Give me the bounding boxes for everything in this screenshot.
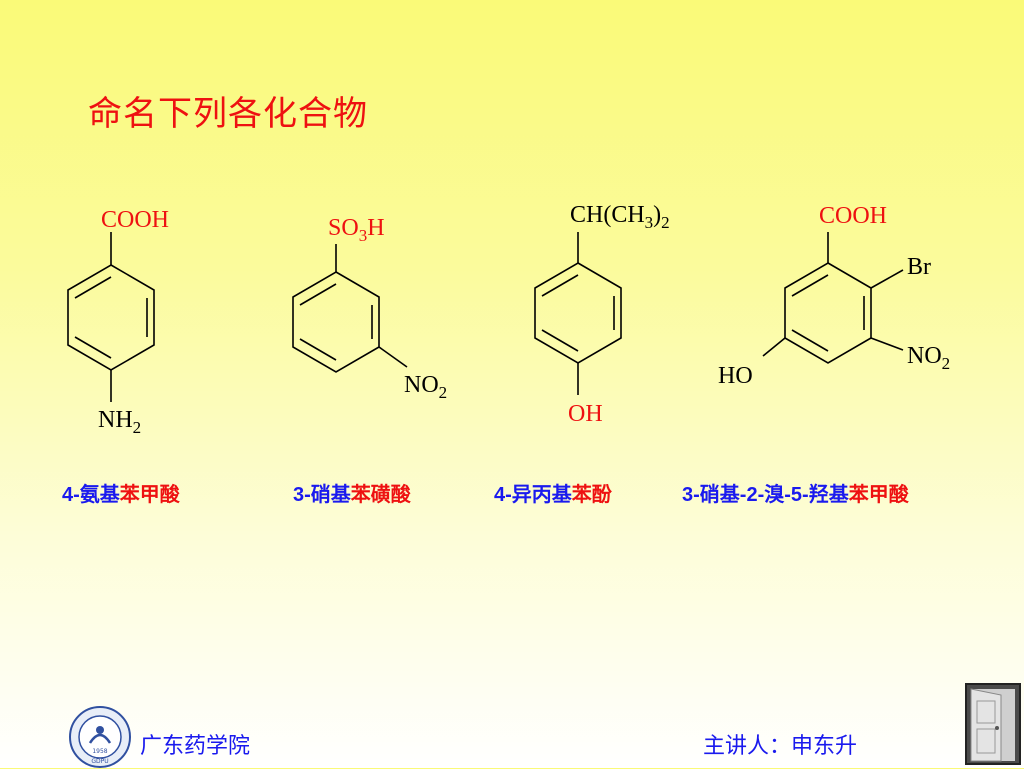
- benzene-ring-1: [67, 232, 155, 402]
- compound-name-4: 3-硝基-2-溴-5-羟基苯甲酸: [682, 484, 909, 506]
- benzene-ring-3: [534, 232, 622, 395]
- svg-text:1958: 1958: [92, 748, 107, 755]
- label-br: Br: [907, 254, 931, 280]
- school-name: 广东药学院: [140, 734, 251, 759]
- label-nh2: NH2: [98, 407, 141, 437]
- label-cooh-4: COOH: [819, 203, 887, 229]
- label-no2-4: NO2: [907, 343, 950, 373]
- label-oh: OH: [568, 401, 603, 427]
- compound-name-2: 3-硝基苯磺酸: [293, 484, 411, 506]
- label-no2-2: NO2: [404, 372, 447, 402]
- label-isopropyl: CH(CH3)2: [570, 202, 670, 232]
- lecturer-name: 主讲人：申东升: [703, 734, 858, 759]
- exit-door-icon[interactable]: [965, 683, 1021, 765]
- compound-name-3: 4-异丙基苯酚: [494, 484, 612, 506]
- label-so3h: SO3H: [328, 215, 385, 245]
- benzene-ring-2: [292, 244, 408, 373]
- label-cooh-1: COOH: [101, 207, 169, 233]
- benzene-ring-4: [762, 232, 904, 364]
- label-ho: HO: [718, 363, 753, 389]
- compound-name-1: 4-氨基苯甲酸: [62, 484, 180, 506]
- page-title: 命名下列各化合物: [88, 94, 368, 134]
- school-logo-icon: 1958 GDPU: [69, 706, 131, 768]
- svg-text:GDPU: GDPU: [91, 758, 108, 765]
